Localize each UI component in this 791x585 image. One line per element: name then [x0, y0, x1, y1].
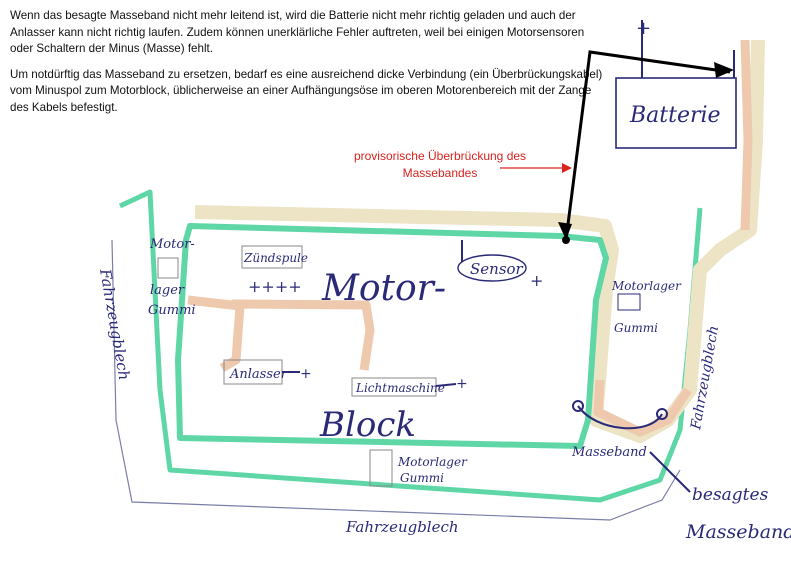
ground-strap-small-label: Masseband	[571, 445, 647, 460]
alternator-plus: +	[456, 376, 468, 392]
ground-strap-bolt-right	[656, 408, 668, 420]
battery-label: Batterie	[629, 103, 721, 128]
alternator-label: Lichtmaschine	[355, 381, 445, 395]
motor-label: Motor-	[321, 268, 446, 309]
red-arrow-head	[562, 163, 572, 173]
jumper-annotation: provisorische Überbrückung des Masseband…	[353, 149, 527, 180]
intro-text: Wenn das besagte Masseband nicht mehr le…	[10, 8, 610, 125]
ground-strap-pointer	[649, 451, 691, 493]
sensor-plus: +	[530, 271, 543, 290]
body-label-bottom: Fahrzeugblech	[345, 518, 459, 536]
cable-fill	[187, 39, 753, 437]
engine-mount-right-line-2: Gummi	[614, 321, 658, 335]
engine-mount-bottom-line-2: Gummi	[400, 471, 444, 485]
sensor-body	[457, 254, 527, 282]
engine-mount-right-line-1: Motorlager	[611, 279, 682, 293]
intro-paragraph-1: Wenn das besagte Masseband nicht mehr le…	[10, 9, 585, 55]
intro-paragraph-2: Um notdürftig das Masseband zu ersetzen,…	[10, 67, 603, 114]
ground-strap	[577, 405, 663, 430]
jumper-cable-arrowhead	[558, 222, 572, 240]
engine-mount-right-box	[617, 293, 641, 311]
jumper-cable-arrowhead-top	[714, 62, 734, 78]
block-label: Block	[319, 405, 416, 445]
engine-mount-left-line-3: Gummi	[148, 303, 196, 318]
ignition-coil-label: Zündspule	[243, 251, 308, 265]
jumper-cable	[564, 50, 731, 241]
engine-mount-bottom-line-1: Motorlager	[397, 455, 468, 469]
ignition-coil-plugs: ++++	[248, 277, 302, 296]
ground-strap-big-label-1: besagtes	[692, 485, 769, 505]
vehicle-body-inner	[111, 239, 681, 521]
engine-mount-bottom-box	[369, 449, 393, 487]
alternator-box	[351, 377, 437, 397]
engine-block-outline	[175, 223, 609, 449]
ground-strap-big-label-2: Masseband	[685, 521, 791, 543]
body-label-left: Fahrzeugblech	[96, 267, 133, 382]
battery-plus-sign: +	[636, 18, 651, 39]
engine-mount-left-line-1: Motor-	[149, 237, 195, 252]
sensor-label: Sensor	[470, 260, 524, 278]
engine-mount-left-line-2: lager	[150, 283, 185, 298]
engine-mount-left-box	[157, 257, 179, 279]
jumper-cable-clamp	[562, 236, 570, 244]
starter-label: Anlasser	[229, 367, 288, 382]
starter-plus: +	[300, 366, 312, 382]
ignition-coil-box	[241, 245, 303, 269]
battery-box	[615, 77, 737, 149]
ground-strap-bolt-left	[572, 400, 584, 412]
alternator-wire	[435, 383, 457, 387]
